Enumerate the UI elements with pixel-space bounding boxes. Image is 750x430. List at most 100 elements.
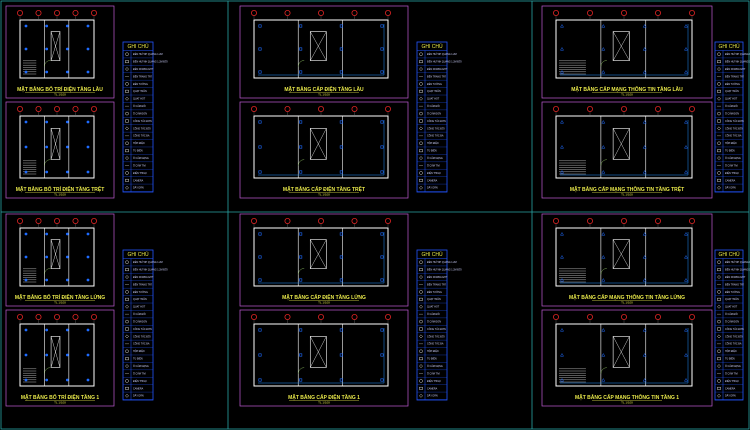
socket-icon [299,120,303,124]
grid-bubble [553,313,560,320]
legend-symbol [125,393,129,398]
grid-bubble [250,9,257,16]
plan-frame [5,213,115,307]
legend-symbol [717,297,721,301]
door-swing [298,60,305,67]
floor-plan[interactable]: MẶT BẰNG CẤP MẠNG THÔNG TIN TẦNG TRỆTTL … [541,101,713,199]
light-fixture-icon [86,353,90,357]
legend-row-text: HỘP ĐIỆN [427,350,439,353]
network-outlet-icon [601,23,606,28]
stair-void-cross [50,128,61,160]
plan-scale: TL 1/100 [54,401,66,405]
legend-symbol [419,126,423,131]
box-icon [717,89,721,93]
dot-icon [419,349,423,353]
socket-icon [339,145,343,149]
stair-void [309,31,327,61]
wiring-run [560,24,689,76]
grid-bubble [621,106,628,113]
legend-symbol [717,304,721,309]
dash-line-icon [125,52,129,56]
light-fixture-icon [45,278,49,282]
legend-symbol [125,82,129,86]
box-icon [419,297,423,301]
network-outlet-icon [560,169,564,174]
box-icon [125,357,129,361]
legend-row-text: CÔNG TẮC BA [133,135,150,138]
stair-void-cross [612,336,630,368]
stair-void-cross [310,31,327,61]
dash-line-icon [717,52,721,56]
light-fixture-icon [24,170,28,174]
dot-icon [419,141,423,145]
floor-plan[interactable]: MẶT BẰNG CẤP MẠNG THÔNG TIN TẦNG LỬNGTL … [541,213,713,307]
light-fixture-icon [45,232,49,236]
legend-symbol [125,185,129,190]
legend-symbol [717,126,721,131]
legend-row-text: ĐÈN DOWNLIGHT [725,68,746,71]
floor-plan[interactable]: MẶT BẰNG CẤP MẠNG THÔNG TIN TẦNG 1TL 1/1… [541,309,713,407]
square-icon [125,119,129,123]
legend-frame [714,249,744,401]
legend-symbol [125,126,129,131]
cross-icon [125,126,129,131]
socket-icon [380,24,384,28]
legend-row-text: ĐÈN TRANG TRÍ [427,283,446,286]
box-icon [125,149,129,153]
network-outlet-icon [601,327,606,332]
stair-void [50,31,61,61]
network-outlet-icon [684,46,688,51]
legend-row-text: TỦ ĐIỆN [133,358,143,361]
plan-scale: TL 1/100 [54,301,66,305]
dot-icon [125,185,129,190]
legend-row-text: CAMERA [427,387,438,390]
legend-row-text: DÂY DẪN [427,395,438,398]
light-fixture-icon [86,255,90,259]
light-fixture-icon [45,255,49,259]
floor-plan[interactable]: MẶT BẰNG CẤP ĐIỆN TẦNG 1TL 1/100 [239,309,409,407]
grid-bubble [621,9,628,16]
legend-row-text: ĐÈN TRANG TRÍ [133,75,152,78]
plan-frame [239,309,409,407]
legend-symbol [125,111,129,116]
light-fixture-icon [65,328,69,332]
floor-plan[interactable]: MẶT BẰNG BỐ TRÍ ĐIỆN TẦNG 1TL 1/100 [5,309,115,407]
circle-icon [717,96,721,101]
legend-symbol [717,171,721,175]
grid-bubble [54,217,61,224]
legend-row-text: DÂY DẪN [725,395,736,398]
circle-icon [717,304,721,309]
legend-row-text: Ổ CẮM ĐƠN [133,112,147,115]
legend-row-text: CAMERA [725,387,736,390]
door-swing [298,159,305,166]
stair-void-cross [612,239,630,269]
socket-icon [339,278,343,282]
drawing-sheet[interactable]: MẶT BẰNG CẤP MẠNG THÔNG TIN TẦNG LỬNGTL … [541,213,750,407]
socket-icon [299,70,303,74]
legend-row-text: ĐÈN TƯỜNG [427,291,442,294]
legend-row-text: QUẠT HÚT [427,98,440,101]
light-fixture-icon [65,353,69,357]
legend-title: GHI CHÚ [127,43,149,50]
legend-row-text: DÂY DẪN [133,395,144,398]
socket-icon [258,232,262,236]
legend-symbol [717,327,721,331]
socket-icon [419,178,423,182]
grid-bubble [689,9,696,16]
legend-row-text: Ổ CẮM ĐƠN [133,320,147,323]
box-icon [125,89,129,93]
stair-void [612,336,630,368]
